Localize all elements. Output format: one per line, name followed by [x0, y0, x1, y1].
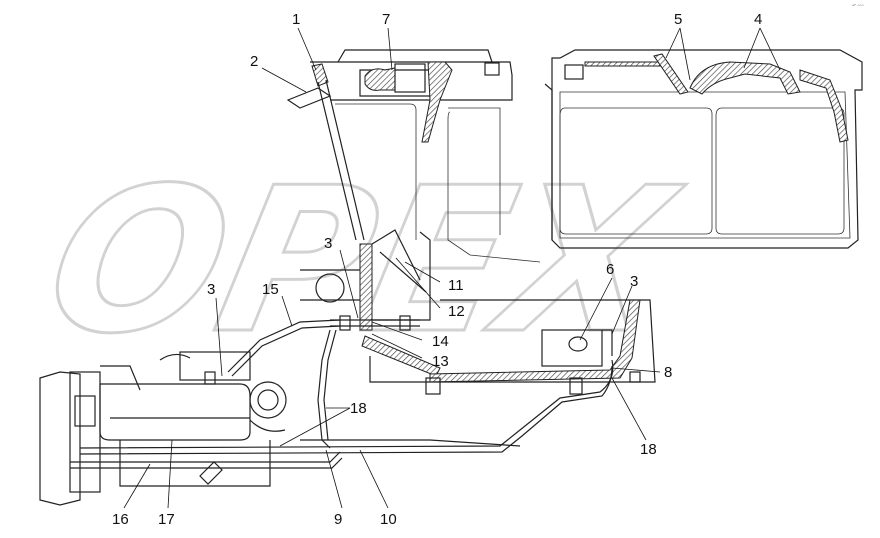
hose-4-right — [799, 69, 849, 143]
callout-7: 7 — [382, 11, 390, 28]
pipe-9 — [317, 329, 331, 449]
engine-block — [39, 351, 287, 506]
hose-7 — [364, 67, 396, 91]
pipe-7-down — [421, 61, 453, 143]
callout-11: 11 — [448, 277, 464, 294]
hose-5 — [653, 53, 689, 95]
callout-2: 2 — [250, 53, 258, 70]
pipe-10 — [300, 439, 521, 447]
callout-8: 8 — [664, 364, 672, 381]
callout-4: 4 — [754, 11, 762, 28]
corner-mark: ᵃᴾ ᵒᵒᵒ — [852, 4, 864, 10]
callout-13: 13 — [432, 353, 449, 370]
callout-17: 17 — [158, 511, 175, 528]
callout-12: 12 — [448, 303, 465, 320]
callout-9: 9 — [334, 511, 342, 528]
heater-unit-7 — [394, 63, 426, 93]
callout-3-left: 3 — [207, 281, 215, 298]
callout-3-right: 3 — [630, 273, 638, 290]
callout-10: 10 — [380, 511, 397, 528]
right-cab-outline — [544, 49, 863, 249]
valve-17 — [199, 461, 223, 485]
pipe-18-right — [79, 359, 614, 449]
callout-labels: 1 2 7 5 4 3 11 12 3 15 14 13 6 3 8 18 18… — [112, 11, 762, 528]
callout-1: 1 — [292, 11, 300, 28]
leader-lines — [123, 27, 781, 509]
callout-3-top: 3 — [324, 235, 332, 252]
hose-4 — [689, 61, 801, 95]
callout-14: 14 — [432, 333, 449, 350]
callout-6: 6 — [606, 261, 614, 278]
pipe-15 — [227, 319, 341, 373]
callout-5: 5 — [674, 11, 682, 28]
callout-15: 15 — [262, 281, 279, 298]
center-pipe-assembly — [300, 229, 441, 377]
callout-18-left: 18 — [350, 400, 367, 417]
callout-16: 16 — [112, 511, 129, 528]
pipe-16 — [70, 451, 341, 463]
callout-18-right: 18 — [640, 441, 657, 458]
heater-6 — [541, 329, 603, 367]
